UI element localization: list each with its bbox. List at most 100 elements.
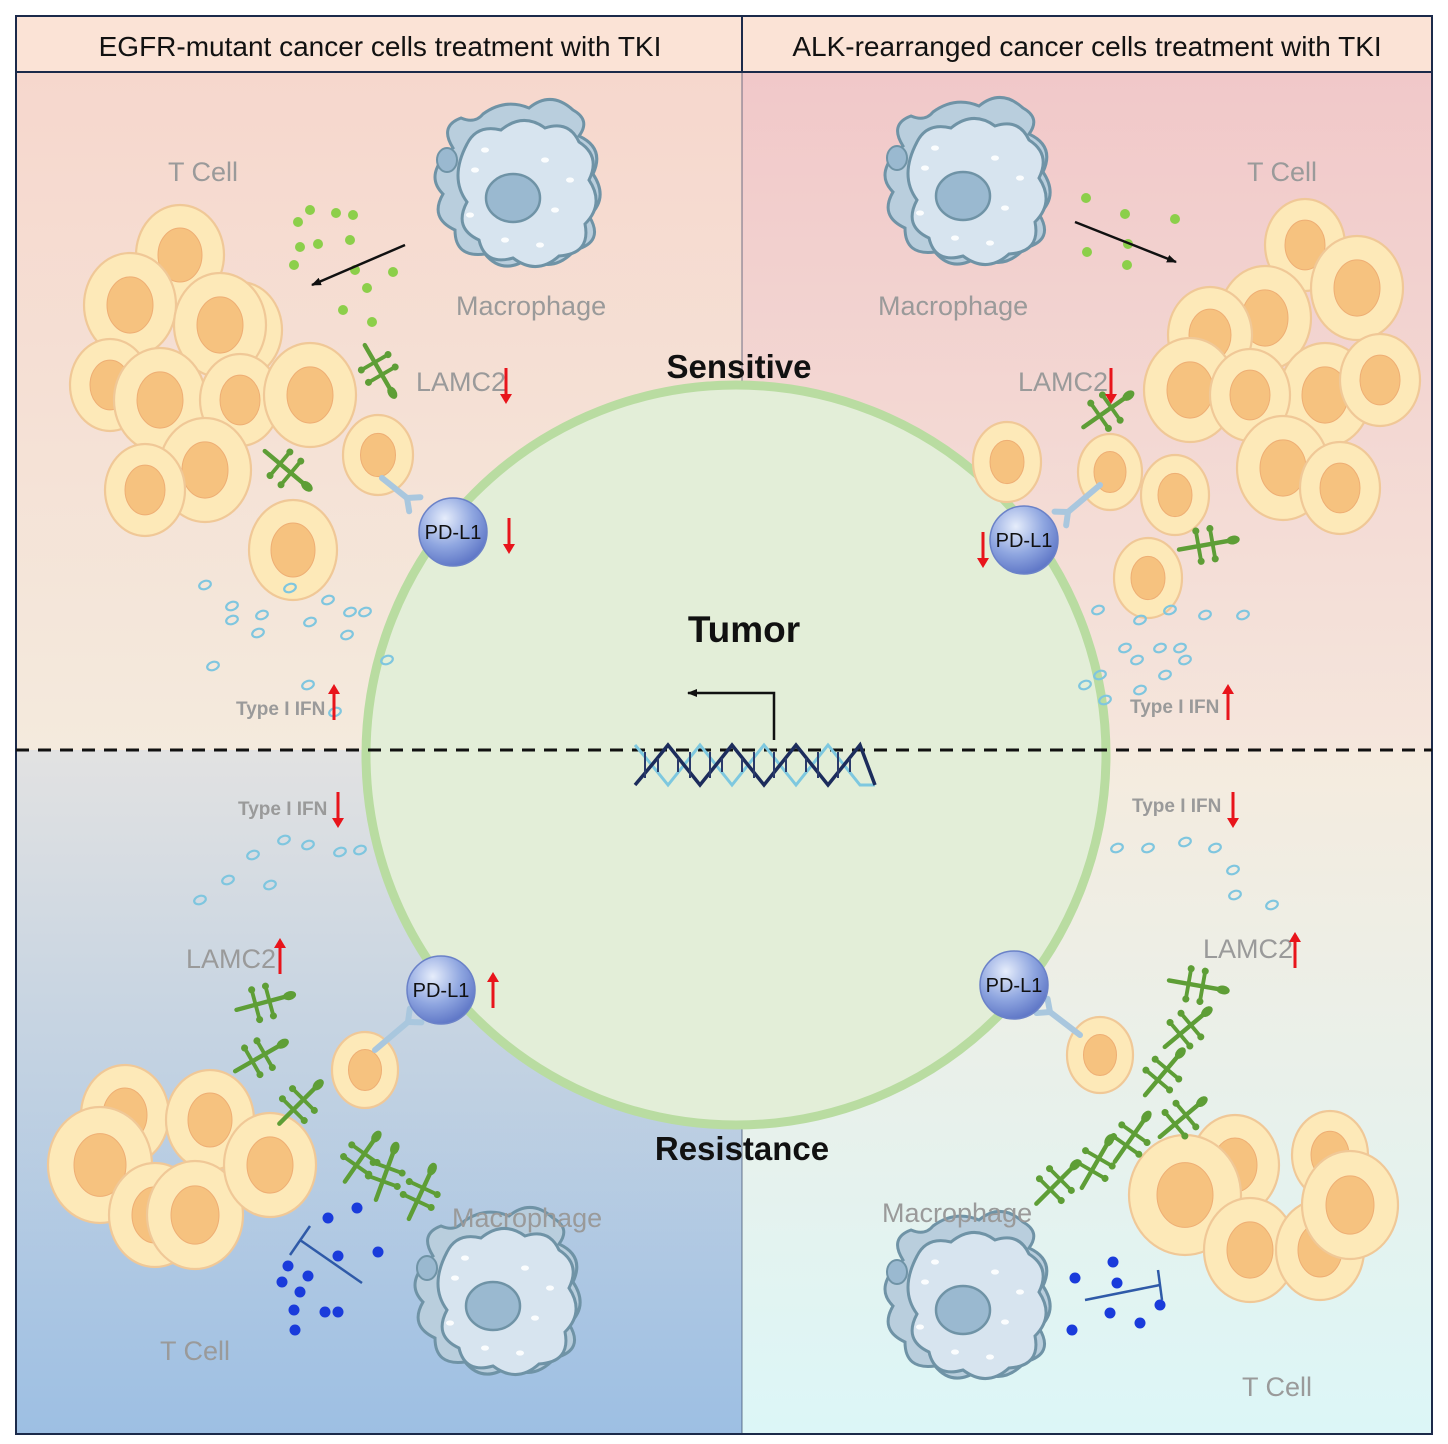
t-cell (330, 1030, 400, 1110)
t-cell (1065, 1015, 1135, 1095)
ifn-particle (225, 600, 239, 612)
lamc2-protein (1081, 390, 1135, 432)
ifn-regulation-arrow (1227, 792, 1239, 828)
ifn-regulation-arrow (1222, 684, 1234, 720)
ifn-particle (1133, 614, 1147, 626)
inhibitor-dot (282, 1260, 294, 1272)
ifn-label: Type I IFN (236, 699, 325, 720)
header-bar (15, 15, 1433, 73)
ifn-particle (277, 834, 291, 846)
cytokine-dot (305, 205, 315, 215)
pd-l1-label: PD-L1 (996, 530, 1053, 552)
cytokine-dot (289, 260, 299, 270)
ifn-particle (1178, 836, 1192, 848)
ifn-particle (251, 627, 265, 639)
t-cell-label: T Cell (160, 1336, 230, 1366)
inhibitor-dot (1104, 1307, 1116, 1319)
inhibitor-dot (294, 1286, 306, 1298)
t-cell (103, 442, 187, 538)
pd1-receptor (372, 1005, 425, 1053)
pdl1-regulation-arrow (487, 972, 499, 1008)
inhibitor-dot (1154, 1299, 1166, 1311)
t-cell (1309, 234, 1405, 342)
pdl1-regulation-arrow (503, 518, 515, 554)
ifn-particle (1133, 684, 1147, 696)
lamc2-protein (1166, 965, 1230, 1006)
cytokine-dot (1120, 209, 1130, 219)
cytokine-dot (1081, 193, 1091, 203)
ifn-particle (1226, 864, 1240, 876)
ifn-label: Type I IFN (1130, 697, 1219, 718)
lamc2-protein (1157, 1096, 1208, 1140)
macrophage (433, 98, 602, 268)
t-cell (1112, 536, 1184, 620)
lamc2-protein (262, 448, 313, 492)
lamc2-protein (1176, 524, 1240, 565)
cytokine-flow-arrow (311, 243, 406, 287)
ifn-particle (263, 879, 277, 891)
macrophage (413, 1206, 582, 1376)
macrophage-label: Macrophage (882, 1198, 1032, 1228)
pd1-receptor (379, 475, 424, 515)
lamc2-regulation-arrow (1105, 368, 1117, 404)
inhibitor-dot (1066, 1324, 1078, 1336)
cytokine-dot (338, 305, 348, 315)
ifn-particle (1236, 609, 1250, 621)
ifn-particle (1163, 604, 1177, 616)
ifn-particle (301, 679, 315, 691)
cytokine-dot (388, 267, 398, 277)
pd-l1-protein: PD-L1 (979, 950, 1049, 1020)
ifn-particle (225, 614, 239, 626)
dna-icon (633, 741, 877, 788)
macrophage-label: Macrophage (456, 291, 606, 321)
inhibitor-dot (1134, 1317, 1146, 1329)
ifn-particle (380, 654, 394, 666)
cytokine-dot (295, 242, 305, 252)
t-cell-label: T Cell (168, 157, 238, 187)
pd-l1-label: PD-L1 (425, 522, 482, 544)
lamc2-protein (1110, 1110, 1152, 1164)
pd1-receptor (1033, 995, 1083, 1038)
ifn-particle (343, 606, 357, 618)
t-cell (1139, 453, 1211, 537)
ifn-regulation-arrow (328, 684, 340, 720)
inhibition-line (299, 1238, 363, 1285)
cytokine-dot (367, 317, 377, 327)
ifn-particle (1078, 679, 1092, 691)
ifn-particle (206, 660, 220, 672)
ifn-particle (193, 894, 207, 906)
lamc2-regulation-arrow (500, 368, 512, 404)
tumor-label: Tumor (688, 609, 800, 650)
lamc2-regulation-arrow (1289, 932, 1301, 968)
lamc2-protein (357, 342, 399, 399)
t-cell (971, 420, 1043, 504)
cytokine-dot (348, 210, 358, 220)
ifn-particle (1198, 609, 1212, 621)
inhibitor-dot (372, 1246, 384, 1258)
cytokine-dot (1170, 214, 1180, 224)
lamc2-protein (399, 1162, 441, 1222)
ifn-particle (198, 579, 212, 591)
ifn-particle (340, 629, 354, 641)
ifn-label: Type I IFN (238, 799, 327, 820)
t-cell (247, 498, 339, 602)
lamc2-protein (1162, 1006, 1213, 1050)
inhibitor-dot (288, 1304, 300, 1316)
resistance-label: Resistance (655, 1130, 829, 1167)
cytokine-flow-arrow (1074, 220, 1177, 264)
cytokine-dot (362, 283, 372, 293)
header-egfr: EGFR-mutant cancer cells treatment with … (99, 31, 662, 62)
inhibitor-dot (289, 1324, 301, 1336)
inhibition-bar (288, 1225, 312, 1256)
inhibitor-dot (322, 1212, 334, 1224)
ifn-particle (358, 606, 372, 618)
tumor-cell (361, 380, 1111, 1130)
lamc2-protein (364, 1141, 406, 1203)
ifn-particle (1093, 669, 1107, 681)
t-cell (341, 413, 415, 497)
t-cell (1338, 332, 1422, 428)
pd1-receptor (1051, 482, 1103, 529)
inhibitor-dot (276, 1276, 288, 1288)
cytokine-dot (331, 208, 341, 218)
